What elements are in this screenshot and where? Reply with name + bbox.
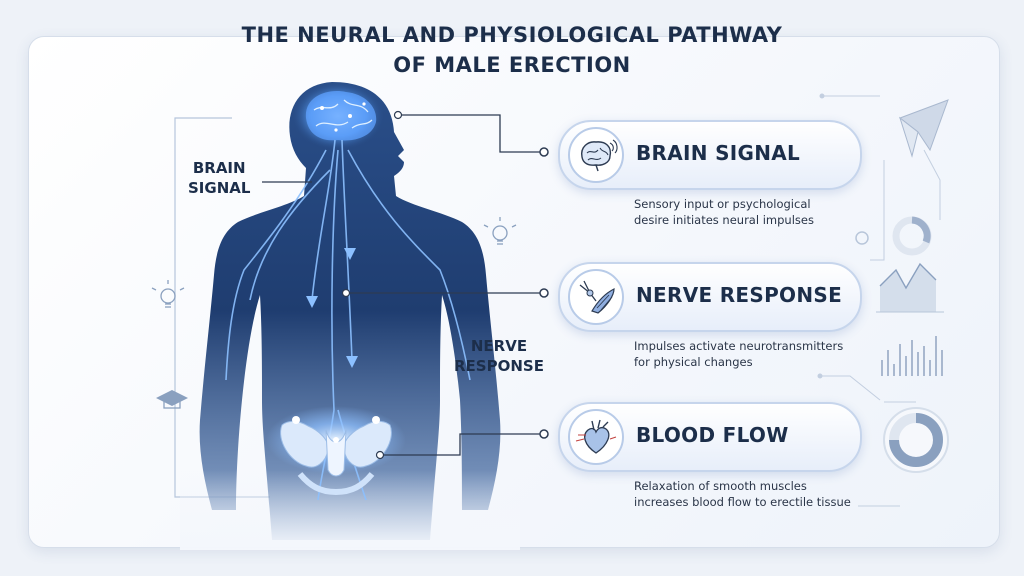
graduation-cap-icon bbox=[156, 390, 188, 409]
paper-plane-icon bbox=[898, 99, 949, 158]
step-label: NERVE RESPONSE bbox=[636, 283, 843, 307]
step-pill-nerve-response[interactable]: NERVE RESPONSE bbox=[558, 262, 862, 332]
step-desc-blood-flow: Relaxation of smooth muscles increases b… bbox=[634, 479, 851, 509]
area-chart-icon bbox=[876, 262, 944, 313]
step-label: BLOOD FLOW bbox=[636, 423, 789, 447]
step-desc-brain-signal: Sensory input or psychological desire in… bbox=[634, 197, 814, 227]
step-pill-brain-signal[interactable]: BRAIN SIGNAL bbox=[558, 120, 862, 190]
neuron-muscle-icon bbox=[568, 269, 624, 325]
connector-dots bbox=[341, 110, 549, 460]
brain-icon bbox=[568, 127, 624, 183]
step-pill-blood-flow[interactable]: BLOOD FLOW bbox=[558, 402, 862, 472]
title-line-2: OF MALE ERECTION bbox=[393, 53, 631, 77]
lightbulb-icon bbox=[151, 280, 185, 308]
side-label-brain: BRAIN SIGNAL bbox=[188, 159, 251, 197]
ring-chart-icon bbox=[883, 401, 949, 473]
brain-glow bbox=[292, 82, 384, 150]
heart-icon bbox=[568, 409, 624, 465]
bar-chart-icon bbox=[881, 336, 943, 376]
side-label-nerve: NERVE RESPONSE bbox=[454, 337, 544, 375]
decor-lines bbox=[817, 93, 941, 507]
step-label: BRAIN SIGNAL bbox=[636, 141, 801, 165]
connector-lines bbox=[262, 114, 544, 456]
step-desc-nerve-response: Impulses activate neurotransmitters for … bbox=[634, 339, 844, 369]
lightbulb-icon-2 bbox=[483, 217, 517, 245]
pelvis-bones bbox=[266, 406, 406, 496]
nerve-arrows bbox=[306, 248, 358, 368]
donut-chart-icon bbox=[855, 216, 932, 256]
title-line-1: THE NEURAL AND PHYSIOLOGICAL PATHWAY bbox=[241, 23, 783, 47]
